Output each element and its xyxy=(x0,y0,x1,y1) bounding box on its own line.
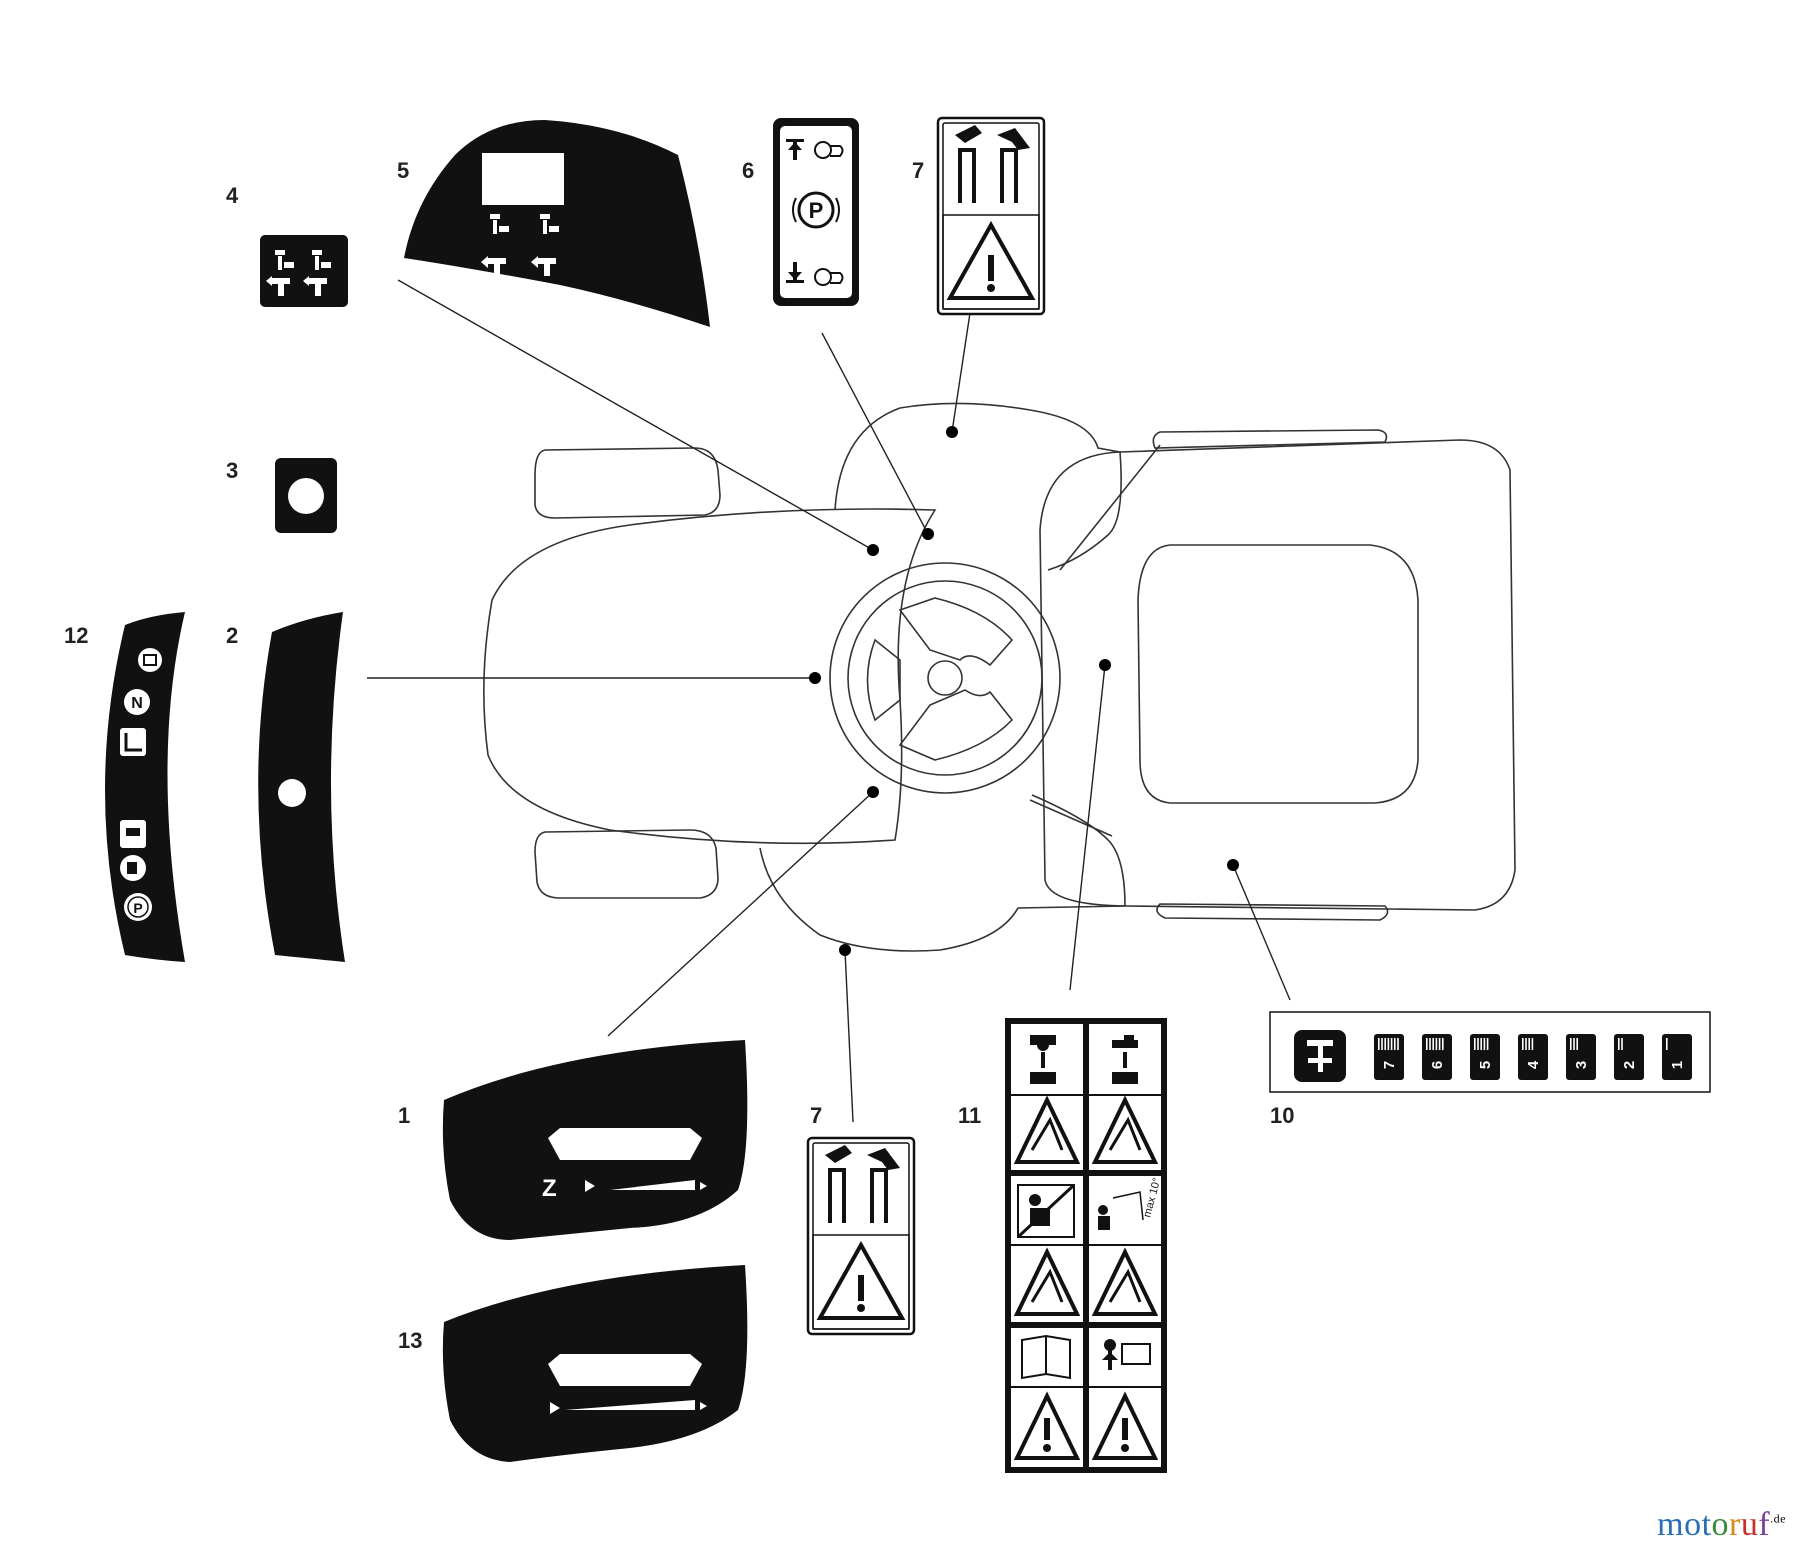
gear-badge-2: 2 xyxy=(1614,1034,1644,1080)
park-icon: P xyxy=(124,893,152,921)
callout-3: 3 xyxy=(226,458,238,483)
anchor-dot-7-bottom xyxy=(839,944,851,956)
front-wheel-top xyxy=(534,447,721,519)
leader-10 xyxy=(1232,864,1291,1001)
leader-1 xyxy=(607,791,874,1037)
tractor-outline xyxy=(483,402,1516,952)
callout-5: 5 xyxy=(397,158,409,183)
callout-12: 12 xyxy=(64,623,88,648)
decal-7-bottom xyxy=(806,1136,916,1336)
decal-3 xyxy=(275,458,337,533)
gear-badges: 7 6 5 4 3 2 1 xyxy=(1374,1034,1692,1080)
warning-triangle-icon xyxy=(946,220,1036,300)
lift-icon xyxy=(120,820,146,848)
gear-number: 2 xyxy=(1621,1061,1638,1069)
anchor-dot-5 xyxy=(867,544,879,556)
gear-shift-icon xyxy=(1294,1030,1346,1082)
hood xyxy=(483,508,937,845)
gear-number: 7 xyxy=(1381,1061,1398,1069)
lever-icon xyxy=(955,125,1030,203)
decal-2 xyxy=(258,612,345,962)
fender-bottom xyxy=(759,794,1126,952)
leader-7-bottom xyxy=(844,949,854,1123)
decal-7-top xyxy=(936,116,1046,316)
gear-number: 6 xyxy=(1429,1061,1446,1069)
leader-11 xyxy=(1069,664,1106,991)
decal-10: 7 6 5 4 3 2 1 xyxy=(1269,1011,1711,1093)
seat-icon xyxy=(120,728,146,756)
leader-lines xyxy=(367,279,1291,1123)
rear-body xyxy=(1039,439,1516,911)
decal-5 xyxy=(404,120,710,327)
battery-icon xyxy=(138,648,162,672)
callout-13: 13 xyxy=(398,1328,422,1353)
callout-11: 11 xyxy=(958,1103,981,1128)
callout-2: 2 xyxy=(226,623,238,648)
decal-6: P xyxy=(773,118,859,306)
watermark-tld: .de xyxy=(1770,1511,1786,1526)
lever-icon xyxy=(825,1145,900,1223)
motoruf-watermark: motoruf.de xyxy=(1657,1506,1786,1544)
steering-wheel xyxy=(829,444,1161,837)
neutral-icon: N xyxy=(124,689,150,715)
decal-11: max 10° xyxy=(1005,1018,1167,1473)
gear-number: 3 xyxy=(1573,1061,1590,1069)
decal-13 xyxy=(442,1265,748,1462)
seat-panel xyxy=(1137,544,1419,804)
key-remove-icon xyxy=(1102,1339,1151,1370)
rear-wheel-top xyxy=(1152,429,1388,449)
anchor-dot-2 xyxy=(809,672,821,684)
callout-4: 4 xyxy=(226,183,239,208)
gear-number: 5 xyxy=(1477,1061,1494,1069)
fender-top xyxy=(834,402,1122,571)
gear-number: 1 xyxy=(1669,1061,1686,1069)
gear-badge-7: 7 xyxy=(1374,1034,1404,1080)
parking-brake-icon: P xyxy=(792,191,840,229)
watermark-brand: motoruf xyxy=(1657,1506,1771,1543)
anchor-dot-6 xyxy=(922,528,934,540)
gear-badge-1: 1 xyxy=(1662,1034,1692,1080)
decal-12: N P xyxy=(105,612,185,962)
gear-badge-5: 5 xyxy=(1470,1034,1500,1080)
callout-numbers: 1 2 3 4 5 6 7 7 10 11 12 13 xyxy=(64,158,1294,1353)
warning-triangle-icon xyxy=(1091,1391,1159,1460)
manual-book-icon xyxy=(1021,1334,1071,1380)
anchor-dot-1 xyxy=(867,786,879,798)
anchor-dot-10 xyxy=(1227,859,1239,871)
gear-badge-6: 6 xyxy=(1422,1034,1452,1080)
callout-7-bottom: 7 xyxy=(810,1103,822,1128)
warning-triangle-icon xyxy=(816,1240,906,1320)
svg-text:Z: Z xyxy=(542,1175,557,1202)
svg-text:N: N xyxy=(131,695,143,712)
warning-triangle-icon xyxy=(1013,1391,1081,1460)
leader-6 xyxy=(821,332,929,535)
pedal-icon xyxy=(120,855,146,881)
no-passenger-icon xyxy=(1016,1183,1076,1239)
svg-text:P: P xyxy=(809,198,824,223)
front-wheel-bottom xyxy=(534,829,719,899)
anchor-dot-11 xyxy=(1099,659,1111,671)
callout-6: 6 xyxy=(742,158,754,183)
leader-7-top xyxy=(951,312,971,433)
arrow-up-icon xyxy=(786,139,804,160)
leader-5 xyxy=(397,279,874,551)
svg-text:P: P xyxy=(133,900,142,916)
gear-number: 4 xyxy=(1525,1060,1542,1069)
callout-10: 10 xyxy=(1270,1103,1294,1128)
arrow-down-icon xyxy=(786,262,804,283)
hand-crush-icon xyxy=(1030,1035,1138,1084)
gear-badge-3: 3 xyxy=(1566,1034,1596,1080)
anchor-dot-7-top xyxy=(946,426,958,438)
decal-4 xyxy=(260,235,348,307)
gear-badge-4: 4 xyxy=(1518,1034,1548,1080)
callout-1: 1 xyxy=(398,1103,410,1128)
decal-1: Z xyxy=(442,1040,748,1240)
callout-7-top: 7 xyxy=(912,158,924,183)
